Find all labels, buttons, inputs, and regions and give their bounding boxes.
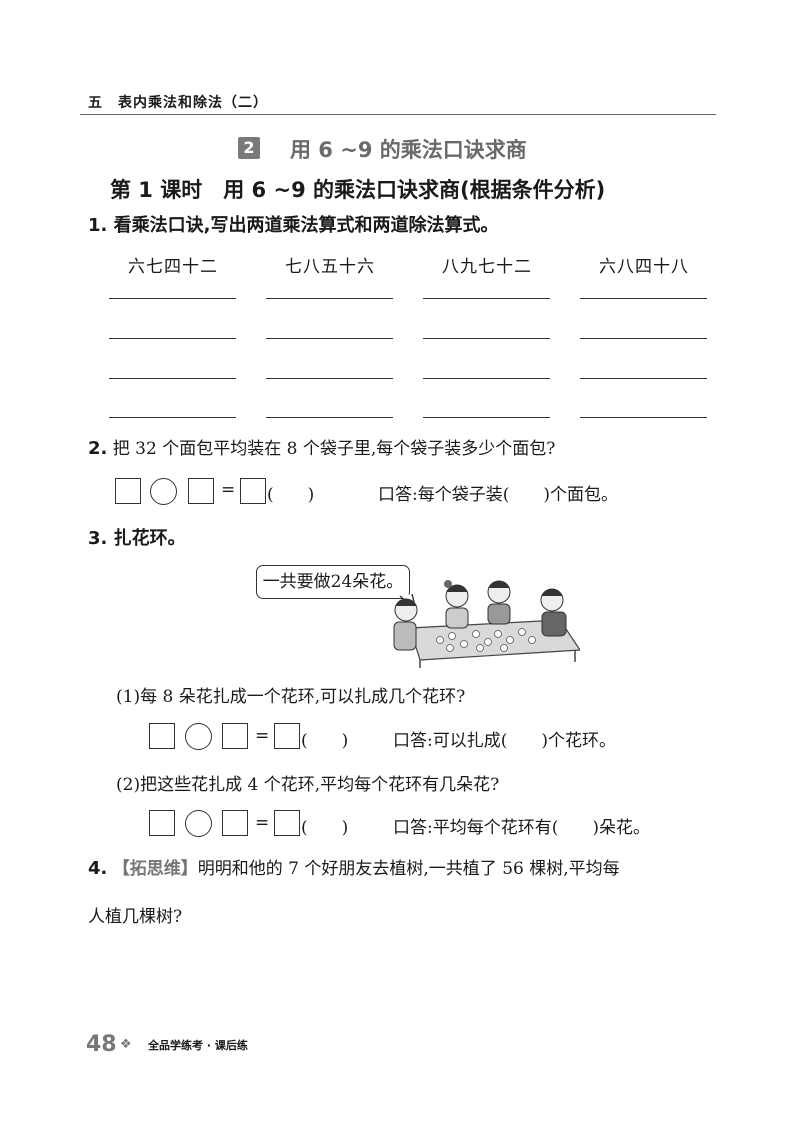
operator-circle[interactable]: [185, 723, 212, 750]
diamond-icon: ❖: [120, 1037, 132, 1052]
oral-answer: 口答:可以扎成( )个花环。: [393, 731, 616, 751]
rhyme-4: 六八四十八: [599, 257, 689, 277]
answer-line[interactable]: [109, 417, 236, 418]
equals-sign: =: [255, 726, 270, 746]
unit-blank[interactable]: ( ): [301, 818, 349, 838]
blank-box[interactable]: [274, 810, 300, 836]
question-prompt: 扎花环。: [113, 528, 186, 549]
question-number: 3.: [88, 528, 108, 549]
answer-line[interactable]: [266, 338, 393, 339]
blank-box[interactable]: [222, 810, 248, 836]
flowers: [436, 628, 536, 652]
answer-line[interactable]: [580, 417, 707, 418]
question-prompt: 把 32 个面包平均装在 8 个袋子里,每个袋子装多少个面包?: [112, 439, 556, 459]
blank-box[interactable]: [188, 478, 214, 504]
answer-line[interactable]: [423, 338, 550, 339]
operator-circle[interactable]: [185, 810, 212, 837]
question-number: 2.: [88, 438, 108, 459]
rhyme-3: 八九七十二: [442, 257, 532, 277]
answer-line[interactable]: [423, 298, 550, 299]
operator-circle[interactable]: [150, 478, 177, 505]
question-3: 3. 扎花环。: [88, 524, 186, 550]
question-number: 4.: [88, 858, 108, 879]
blank-box[interactable]: [149, 723, 175, 749]
equals-sign: =: [255, 813, 270, 833]
page-number: 48: [86, 1032, 117, 1057]
answer-line[interactable]: [580, 338, 707, 339]
chapter-title: 五 表内乘法和除法（二）: [88, 95, 268, 111]
unit-blank[interactable]: ( ): [301, 731, 349, 751]
blank-box[interactable]: [222, 723, 248, 749]
subquestion-2: (2)把这些花扎成 4 个花环,平均每个花环有几朵花?: [116, 775, 500, 795]
answer-line[interactable]: [109, 338, 236, 339]
answer-line[interactable]: [109, 378, 236, 379]
speech-bubble: 一共要做24朵花。: [256, 565, 410, 599]
thinking-tag: 【拓思维】: [112, 859, 198, 879]
section-number-badge: 2: [238, 137, 260, 159]
children-table-illustration: [393, 580, 580, 668]
child-1: [393, 598, 418, 651]
header-divider: [80, 114, 716, 115]
answer-line[interactable]: [266, 378, 393, 379]
question-number: 1.: [88, 215, 108, 236]
answer-line[interactable]: [266, 298, 393, 299]
question-2: 2. 把 32 个面包平均装在 8 个袋子里,每个袋子装多少个面包?: [88, 434, 555, 459]
answer-line[interactable]: [423, 378, 550, 379]
answer-line[interactable]: [423, 417, 550, 418]
question-4: 4. 【拓思维】明明和他的 7 个好朋友去植树,一共植了 56 棵树,平均每: [88, 854, 620, 879]
answer-line[interactable]: [580, 378, 707, 379]
child-3: [487, 580, 511, 625]
question-prompt-line1: 明明和他的 7 个好朋友去植树,一共植了 56 棵树,平均每: [197, 859, 620, 879]
book-name: 全品学练考 · 课后练: [148, 1039, 248, 1052]
blank-box[interactable]: [115, 478, 141, 504]
blank-box[interactable]: [274, 723, 300, 749]
blank-box[interactable]: [149, 810, 175, 836]
child-4: [540, 588, 567, 637]
answer-line[interactable]: [109, 298, 236, 299]
question-1: 1. 看乘法口诀,写出两道乘法算式和两道除法算式。: [88, 211, 499, 237]
rhyme-2: 七八五十六: [285, 257, 375, 277]
rhyme-1: 六七四十二: [128, 257, 218, 277]
oral-answer: 口答:每个袋子装( )个面包。: [378, 485, 618, 505]
blank-box[interactable]: [240, 478, 266, 504]
child-2: [444, 580, 469, 629]
unit-blank[interactable]: ( ): [267, 485, 315, 505]
answer-line[interactable]: [580, 298, 707, 299]
lesson-title: 第 1 课时 用 6 ~9 的乘法口诀求商(根据条件分析): [110, 178, 606, 202]
section-title: 用 6 ~9 的乘法口诀求商: [290, 138, 527, 162]
question-prompt-line2: 人植几棵树?: [88, 907, 183, 927]
oral-answer: 口答:平均每个花环有( )朵花。: [393, 818, 650, 838]
answer-line[interactable]: [266, 417, 393, 418]
subquestion-1: (1)每 8 朵花扎成一个花环,可以扎成几个花环?: [116, 687, 466, 707]
question-prompt: 看乘法口诀,写出两道乘法算式和两道除法算式。: [113, 215, 499, 236]
equals-sign: =: [221, 480, 236, 500]
